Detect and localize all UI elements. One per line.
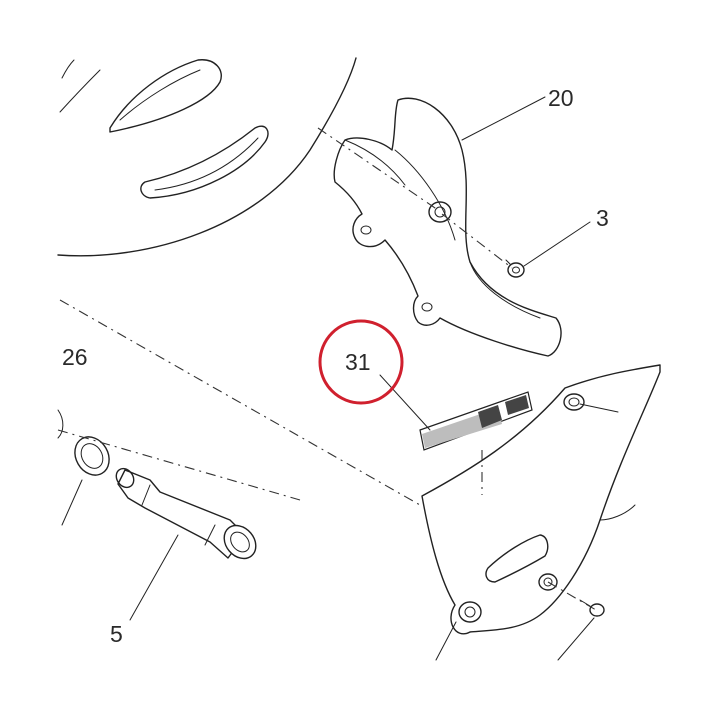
callout-3: 3	[596, 205, 609, 231]
wheel-cover	[57, 57, 357, 257]
callout-5: 5	[110, 621, 123, 647]
seal-ring	[57, 409, 110, 476]
frame-bracket	[421, 364, 661, 635]
part-31-decal	[419, 391, 533, 451]
assembly-axis-lines	[57, 127, 597, 611]
callout-31: 31	[345, 349, 371, 375]
callout-26: 26	[62, 344, 88, 370]
part-5-pin	[115, 467, 257, 560]
highlight-circle	[318, 319, 404, 405]
part-3-screw	[505, 259, 525, 278]
part-20-guard	[333, 97, 562, 357]
callout-20: 20	[548, 85, 574, 111]
leader-lines	[61, 96, 595, 661]
